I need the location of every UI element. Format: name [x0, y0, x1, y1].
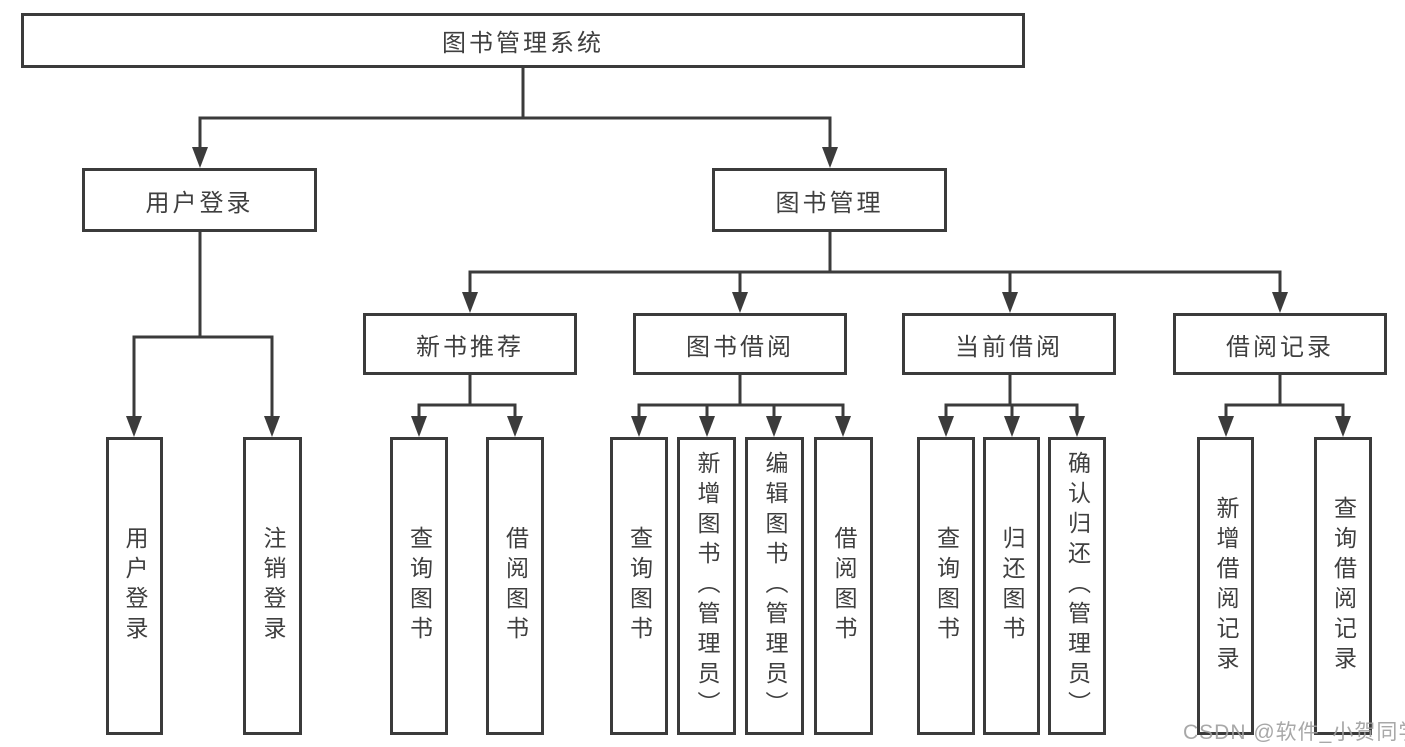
arrowhead — [732, 292, 748, 313]
leaf-borrow-edit-books-admin: 编辑图书（管理员） — [745, 437, 804, 735]
leaf-borrow-add-books-admin-label: 新增图书（管理员） — [694, 451, 720, 721]
arrowhead — [938, 416, 954, 437]
node-user-login: 用户登录 — [82, 168, 317, 232]
node-borrow-record-label: 借阅记录 — [1226, 333, 1334, 361]
arrowhead — [766, 416, 782, 437]
leaf-borrow-edit-books-admin-label: 编辑图书（管理员） — [762, 451, 788, 721]
arrowhead — [1069, 416, 1085, 437]
leaf-logout: 注销登录 — [243, 437, 302, 735]
arrowhead — [822, 147, 838, 168]
node-book-management: 图书管理 — [712, 168, 947, 232]
arrowhead — [126, 416, 142, 437]
leaf-recommend-query-books-label: 查询图书 — [406, 526, 433, 646]
leaf-borrow-add-books-admin: 新增图书（管理员） — [677, 437, 736, 735]
connector-newbookrec-to-leaves — [411, 375, 523, 437]
arrowhead — [1004, 416, 1020, 437]
arrowhead — [411, 416, 427, 437]
arrowhead — [1218, 416, 1234, 437]
leaf-user-login-label: 用户登录 — [122, 526, 148, 646]
leaf-borrow-borrow-books: 借阅图书 — [814, 437, 873, 735]
leaf-borrow-borrow-books-label: 借阅图书 — [831, 526, 857, 646]
connector-root-to-level2 — [192, 68, 838, 168]
node-current-borrow: 当前借阅 — [902, 313, 1116, 375]
connector-bookborrow-to-leaves — [631, 375, 851, 437]
leaf-borrow-query-books-label: 查询图书 — [626, 526, 653, 646]
connector-userlogin-to-leaves — [126, 232, 280, 437]
leaf-record-add-borrow-record: 新增借阅记录 — [1197, 437, 1254, 735]
node-user-login-label: 用户登录 — [145, 189, 254, 217]
node-book-borrow: 图书借阅 — [633, 313, 847, 375]
arrowhead — [264, 416, 280, 437]
leaf-current-query-books: 查询图书 — [917, 437, 975, 735]
node-book-management-label: 图书管理 — [775, 189, 884, 217]
arrowhead — [192, 147, 208, 168]
connector-currentborrow-to-leaves — [938, 375, 1085, 437]
leaf-recommend-borrow-books: 借阅图书 — [486, 437, 544, 735]
leaf-record-query-borrow-record: 查询借阅记录 — [1314, 437, 1372, 735]
leaf-current-query-books-label: 查询图书 — [933, 526, 960, 646]
arrowhead — [1002, 292, 1018, 313]
node-root: 图书管理系统 — [21, 13, 1025, 68]
arrowhead — [1272, 292, 1288, 313]
node-borrow-record: 借阅记录 — [1173, 313, 1387, 375]
leaf-current-confirm-return-admin: 确认归还（管理员） — [1048, 437, 1106, 735]
arrowhead — [835, 416, 851, 437]
arrowhead — [699, 416, 715, 437]
leaf-current-return-books: 归还图书 — [983, 437, 1040, 735]
node-new-book-recommend-label: 新书推荐 — [416, 333, 524, 361]
arrowhead — [462, 292, 478, 313]
leaf-recommend-query-books: 查询图书 — [390, 437, 448, 735]
arrowhead — [631, 416, 647, 437]
leaf-record-query-borrow-record-label: 查询借阅记录 — [1330, 496, 1357, 676]
leaf-recommend-borrow-books-label: 借阅图书 — [502, 526, 529, 646]
leaf-record-add-borrow-record-label: 新增借阅记录 — [1213, 496, 1239, 676]
node-root-label: 图书管理系统 — [442, 30, 604, 57]
node-book-borrow-label: 图书借阅 — [686, 333, 794, 361]
leaf-current-return-books-label: 归还图书 — [999, 526, 1025, 646]
csdn-watermark: CSDN @软件_小贺同学 — [1183, 721, 1405, 744]
leaf-logout-label: 注销登录 — [260, 526, 286, 646]
node-new-book-recommend: 新书推荐 — [363, 313, 577, 375]
leaf-user-login: 用户登录 — [106, 437, 163, 735]
connector-bookmgmt-to-level3 — [462, 232, 1288, 313]
arrowhead — [1335, 416, 1351, 437]
connector-borrowrecord-to-leaves — [1218, 375, 1351, 437]
leaf-current-confirm-return-admin-label: 确认归还（管理员） — [1064, 451, 1091, 721]
leaf-borrow-query-books: 查询图书 — [610, 437, 668, 735]
node-current-borrow-label: 当前借阅 — [955, 333, 1063, 361]
arrowhead — [507, 416, 523, 437]
